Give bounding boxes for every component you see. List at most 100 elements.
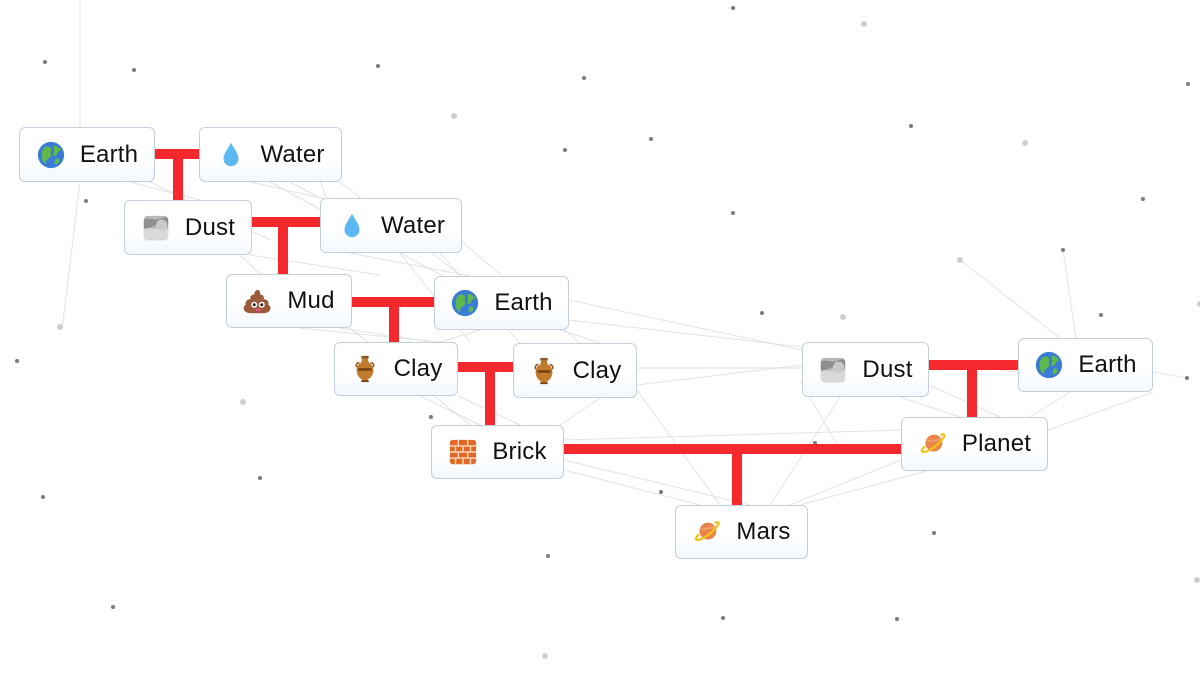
- globe-icon: [36, 140, 66, 170]
- recipe-connector: [155, 149, 199, 200]
- background-dot: [760, 311, 764, 315]
- item-mud-1[interactable]: Mud: [226, 274, 352, 328]
- background-dot: [563, 148, 567, 152]
- mesh-line: [559, 329, 601, 344]
- background-dot: [1099, 313, 1103, 317]
- background-dot: [909, 124, 913, 128]
- item-earth-3[interactable]: Earth: [1018, 338, 1153, 392]
- mesh-line: [439, 329, 481, 343]
- mesh-line: [419, 395, 481, 426]
- item-dust-1[interactable]: Dust: [124, 200, 252, 255]
- ringed-planet-icon: [692, 517, 722, 547]
- background-dot: [861, 21, 867, 27]
- item-label: Clay: [572, 356, 622, 384]
- background-dot: [84, 199, 88, 203]
- background-dot: [721, 616, 725, 620]
- mesh-line: [129, 181, 201, 201]
- mesh-line: [799, 469, 931, 506]
- background-dot: [258, 476, 262, 480]
- droplet-icon: [337, 211, 367, 241]
- recipe-bar: [564, 444, 901, 454]
- item-label: Planet: [961, 430, 1032, 457]
- mesh-line: [61, 181, 81, 331]
- background-dot: [659, 490, 663, 494]
- background-dot: [1022, 140, 1028, 146]
- item-dust-2[interactable]: Dust: [802, 342, 929, 397]
- background-dot: [546, 554, 550, 558]
- mesh-line: [563, 459, 751, 506]
- mesh-line: [1029, 391, 1071, 418]
- dust-icon: [141, 213, 171, 243]
- item-water-1[interactable]: Water: [199, 127, 342, 182]
- recipe-bar: [929, 360, 1018, 370]
- mesh-line: [769, 396, 841, 506]
- item-label: Dust: [184, 213, 236, 241]
- background-dot: [649, 137, 653, 141]
- recipe-stem: [967, 365, 977, 417]
- item-label: Earth: [1078, 351, 1137, 378]
- background-dot: [1141, 197, 1145, 201]
- mesh-line: [339, 327, 431, 343]
- background-dot: [111, 605, 115, 609]
- background-dot: [1185, 376, 1189, 380]
- amphora-icon: [529, 356, 559, 386]
- mesh-line: [563, 469, 701, 506]
- globe-icon: [1034, 350, 1064, 380]
- item-water-2[interactable]: Water: [320, 198, 462, 253]
- item-clay-1[interactable]: Clay: [334, 342, 458, 396]
- background-dot: [429, 415, 433, 419]
- item-brick-1[interactable]: Brick: [431, 425, 564, 479]
- background-dot: [240, 399, 246, 405]
- item-label: Water: [260, 140, 325, 168]
- item-label: Brick: [492, 438, 547, 465]
- item-label: Earth: [79, 140, 139, 168]
- recipe-stem: [173, 154, 183, 200]
- item-label: Clay: [393, 355, 443, 382]
- mesh-line: [789, 459, 902, 506]
- background-dot: [132, 68, 136, 72]
- droplet-icon: [216, 140, 246, 170]
- recipe-connector: [352, 297, 434, 342]
- recipe-bar: [155, 149, 199, 159]
- background-dot: [542, 653, 548, 659]
- item-earth-2[interactable]: Earth: [434, 276, 569, 330]
- item-clay-2[interactable]: Clay: [513, 343, 637, 398]
- mesh-line: [559, 397, 601, 426]
- background-dot: [582, 76, 586, 80]
- background-dot: [1194, 577, 1200, 583]
- item-earth-1[interactable]: Earth: [19, 127, 155, 182]
- item-label: Earth: [494, 289, 553, 316]
- mesh-line: [1152, 371, 1189, 379]
- item-label: Water: [380, 211, 446, 239]
- globe-icon: [450, 288, 480, 318]
- recipe-bar: [352, 297, 434, 307]
- item-planet-1[interactable]: Planet: [901, 417, 1048, 471]
- background-dot: [57, 324, 63, 330]
- mesh-line: [1062, 249, 1077, 339]
- background-dot: [932, 531, 936, 535]
- background-dot: [840, 314, 846, 320]
- mesh-line: [299, 327, 441, 343]
- background-dot: [731, 211, 735, 215]
- amphora-icon: [350, 354, 380, 384]
- item-mars-1[interactable]: Mars: [675, 505, 808, 559]
- mesh-line: [636, 389, 721, 506]
- brick-icon: [448, 437, 478, 467]
- background-dot: [957, 257, 963, 263]
- recipe-bar: [252, 217, 320, 227]
- background-dot: [813, 441, 817, 445]
- mesh-line: [457, 395, 521, 426]
- mesh-line: [899, 396, 961, 418]
- item-label: Dust: [862, 355, 913, 383]
- recipe-stem: [389, 302, 399, 342]
- background-dot: [43, 60, 47, 64]
- recipe-connector: [564, 444, 901, 505]
- poop-icon: [243, 286, 273, 316]
- background-dot: [1061, 248, 1065, 252]
- background-dot: [376, 64, 380, 68]
- mesh-line: [349, 252, 471, 277]
- mesh-line: [563, 429, 902, 441]
